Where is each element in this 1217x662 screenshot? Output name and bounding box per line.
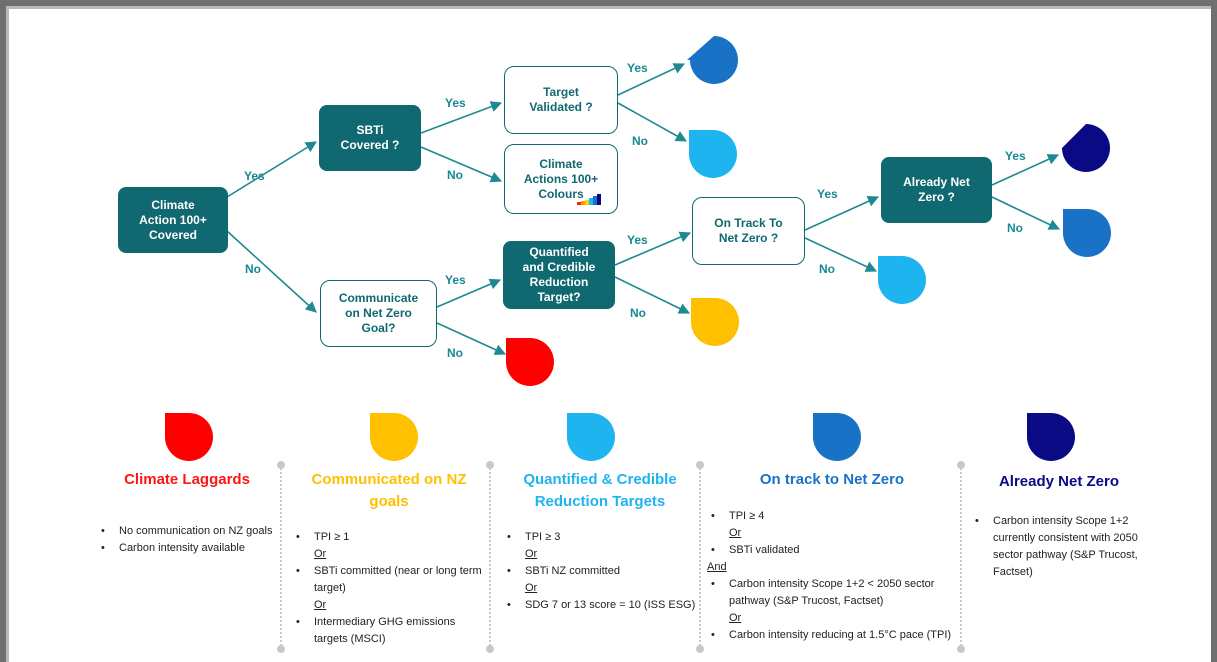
- legend-criteria-list: TPI ≥ 1OrSBTi committed (near or long te…: [292, 529, 486, 648]
- legend-separator: [277, 461, 285, 653]
- node-climate-actions-100-colours: Climate Actions 100+ Colours: [504, 144, 618, 214]
- legend-drop-laggards: [165, 413, 213, 461]
- legend-drop-quantified: [567, 413, 615, 461]
- label-sbti-no: No: [447, 168, 463, 182]
- diagram-canvas: Climate Action 100+ Covered SBTi Covered…: [6, 6, 1211, 662]
- drop-outcome-on-track-to-net-zero: [1063, 209, 1111, 257]
- legend-title: Climate Laggards: [124, 471, 250, 488]
- colours-node-label: Climate Actions 100+ Colours: [523, 156, 599, 201]
- drop-outcome-on-track-light: [689, 130, 737, 178]
- edge-target-yes: [617, 63, 686, 96]
- criteria-item: TPI ≥ 4: [707, 508, 957, 525]
- legend-already-net-zero: Already Net Zero Carbon intensity Scope …: [971, 471, 1147, 581]
- legend-separator: [486, 461, 494, 653]
- criteria-connector: Or: [314, 599, 327, 611]
- node-already-net-zero: Already Net Zero ?: [881, 157, 992, 223]
- label-sbti-yes: Yes: [445, 96, 466, 110]
- label-communicate-yes: Yes: [445, 273, 466, 287]
- criteria-item: SBTi committed (near or long term target…: [292, 563, 486, 597]
- legend-drop-communicated: [370, 413, 418, 461]
- criteria-item: Carbon intensity available: [97, 540, 277, 557]
- edge-alreadynz-no: [991, 196, 1061, 230]
- edge-sbti-yes: [420, 101, 503, 134]
- drop-outcome-communicated: [691, 298, 739, 346]
- flow-connectors: [226, 63, 1061, 355]
- node-target-validated: Target Validated ?: [504, 66, 618, 134]
- label-target-yes: Yes: [627, 61, 648, 75]
- edge-communicate-no: [436, 322, 507, 355]
- legend-title: Quantified & Credible Reduction Targets: [523, 471, 677, 510]
- drop-outcome-quantified: [878, 256, 926, 304]
- label-ca100-no: No: [245, 262, 261, 276]
- legend-title: Already Net Zero: [998, 473, 1120, 490]
- edge-ontrack-yes: [804, 196, 880, 231]
- edge-quantified-yes: [614, 231, 692, 266]
- criteria-item: Carbon intensity Scope 1+2 < 2050 sector…: [707, 576, 957, 610]
- node-quantified-credible-target: Quantified and Credible Reduction Target…: [503, 241, 615, 309]
- edge-communicate-yes: [436, 278, 502, 308]
- edge-alreadynz-yes: [991, 154, 1060, 186]
- label-alreadynz-no: No: [1007, 221, 1023, 235]
- criteria-connector: Or: [525, 582, 538, 594]
- legend-title: Communicated on NZ goals: [311, 471, 467, 510]
- criteria-item: Intermediary GHG emissions targets (MSCI…: [292, 614, 486, 648]
- edge-quantified-no: [614, 276, 691, 314]
- legend-communicated-nz-goals: Communicated on NZ goals TPI ≥ 1OrSBTi c…: [292, 469, 486, 648]
- edge-ontrack-no: [804, 237, 878, 272]
- colour-scale-icon: [577, 194, 601, 205]
- criteria-item: SBTi validated: [707, 542, 957, 559]
- node-climate-action-100-covered: Climate Action 100+ Covered: [118, 187, 228, 253]
- edge-target-no: [617, 102, 687, 142]
- criteria-connector: And: [707, 561, 727, 573]
- legend-on-track-net-zero: On track to Net Zero TPI ≥ 4OrSBTi valid…: [707, 469, 957, 644]
- drop-outcome-laggards: [506, 338, 554, 386]
- drop-outcome-already-nz-mid: [687, 36, 738, 84]
- edge-ca100-no: [226, 230, 317, 313]
- legend-criteria-list: TPI ≥ 4OrSBTi validatedAndCarbon intensi…: [707, 508, 957, 644]
- drop-outcome-already-net-zero: [1062, 124, 1110, 172]
- legend-quantified-credible-targets: Quantified & Credible Reduction Targets …: [503, 469, 697, 614]
- criteria-connector: Or: [729, 527, 742, 539]
- legend-separator: [696, 461, 704, 653]
- label-quantified-no: No: [630, 306, 646, 320]
- legend-title: On track to Net Zero: [759, 471, 905, 488]
- criteria-item: SBTi NZ committed: [503, 563, 697, 580]
- node-sbti-covered: SBTi Covered ?: [319, 105, 421, 171]
- legend-separator: [957, 461, 965, 653]
- legend-criteria-list: TPI ≥ 3OrSBTi NZ committedOrSDG 7 or 13 …: [503, 529, 697, 614]
- label-quantified-yes: Yes: [627, 233, 648, 247]
- criteria-item: No communication on NZ goals: [97, 523, 277, 540]
- legend-criteria-list: Carbon intensity Scope 1+2 currently con…: [971, 513, 1147, 581]
- criteria-item: TPI ≥ 1: [292, 529, 486, 546]
- edge-sbti-no: [420, 146, 503, 183]
- legend-criteria-list: No communication on NZ goalsCarbon inten…: [97, 523, 277, 557]
- label-ca100-yes: Yes: [244, 169, 265, 183]
- criteria-connector: Or: [729, 612, 742, 624]
- label-ontrack-yes: Yes: [817, 187, 838, 201]
- label-alreadynz-yes: Yes: [1005, 149, 1026, 163]
- label-communicate-no: No: [447, 346, 463, 360]
- criteria-connector: Or: [525, 548, 538, 560]
- criteria-connector: Or: [314, 548, 327, 560]
- label-target-no: No: [632, 134, 648, 148]
- legend-drop-already-nz: [1027, 413, 1075, 461]
- criteria-item: SDG 7 or 13 score = 10 (ISS ESG): [503, 597, 697, 614]
- legend-climate-laggards: Climate Laggards No communication on NZ …: [97, 469, 277, 557]
- node-on-track-to-net-zero: On Track To Net Zero ?: [692, 197, 805, 265]
- legend-drop-on-track: [813, 413, 861, 461]
- criteria-item: Carbon intensity Scope 1+2 currently con…: [971, 513, 1147, 581]
- criteria-item: Carbon intensity reducing at 1.5°C pace …: [707, 627, 957, 644]
- label-ontrack-no: No: [819, 262, 835, 276]
- node-communicate-net-zero-goal: Communicate on Net Zero Goal?: [320, 280, 437, 347]
- criteria-item: TPI ≥ 3: [503, 529, 697, 546]
- edge-ca100-yes: [226, 141, 317, 198]
